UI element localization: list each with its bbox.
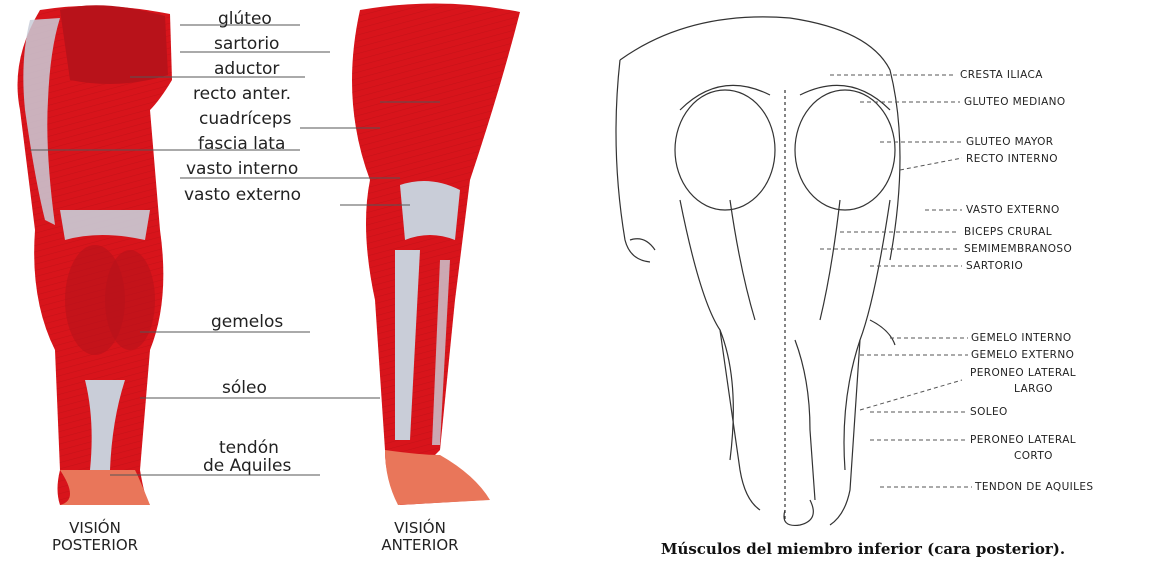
sketch-leg-muscles-diagram: CRESTA ILIACA GLUTEO MEDIANO GLUTEO MAYO… (570, 0, 1156, 562)
posterior-view-caption: VISIÓN POSTERIOR (20, 520, 170, 554)
posterior-legs (18, 5, 173, 505)
label-peroneo-lateral-largo: PERONEO LATERAL (970, 368, 1076, 379)
label-vasto-externo: vasto externo (184, 187, 301, 204)
label-tendon-de-aquiles-sketch: TENDON DE AQUILES (975, 482, 1094, 493)
anterior-legs (352, 3, 520, 505)
label-fascia-lata: fascia lata (198, 136, 285, 153)
label-cresta-iliaca: CRESTA ILIACA (960, 70, 1043, 81)
posterior-caption-line-2: POSTERIOR (20, 537, 170, 554)
label-recto-interno: RECTO INTERNO (966, 154, 1058, 165)
label-cuadriceps: cuadríceps (199, 111, 292, 128)
label-vasto-interno: vasto interno (186, 161, 298, 178)
label-tendon: tendón (219, 440, 279, 457)
label-gluteo: glúteo (218, 11, 272, 28)
figure-caption: Músculos del miembro inferior (cara post… (570, 540, 1156, 558)
posterior-caption-line-1: VISIÓN (20, 520, 170, 537)
label-sartorio-sketch: SARTORIO (966, 261, 1023, 272)
label-gemelo-interno: GEMELO INTERNO (971, 333, 1072, 344)
label-aductor: aductor (214, 61, 279, 78)
colored-leg-muscles-diagram: glúteo sartorio aductor recto anter. cua… (0, 0, 570, 562)
label-semimembranoso: SEMIMEMBRANOSO (964, 244, 1072, 255)
label-gluteo-mediano: GLUTEO MEDIANO (964, 97, 1066, 108)
label-recto-anter: recto anter. (193, 86, 291, 103)
label-gemelo-externo: GEMELO EXTERNO (971, 350, 1074, 361)
label-sartorio: sartorio (214, 36, 279, 53)
label-soleo: sóleo (222, 380, 267, 397)
label-peroneo-lateral-corto: PERONEO LATERAL (970, 435, 1076, 446)
sketch-pointer-lines (820, 75, 972, 487)
label-vasto-externo-sketch: VASTO EXTERNO (966, 205, 1060, 216)
sketch-figure (616, 17, 900, 526)
label-gemelos: gemelos (211, 314, 283, 331)
anterior-caption-line-2: ANTERIOR (345, 537, 495, 554)
label-gluteo-mayor: GLUTEO MAYOR (966, 137, 1053, 148)
label-biceps-crural: BICEPS CRURAL (964, 227, 1052, 238)
anterior-caption-line-1: VISIÓN (345, 520, 495, 537)
label-corto: CORTO (1014, 451, 1053, 462)
anterior-view-caption: VISIÓN ANTERIOR (345, 520, 495, 554)
label-de-aquiles: de Aquiles (203, 458, 291, 475)
label-soleo-sketch: SOLEO (970, 407, 1008, 418)
label-largo: LARGO (1014, 384, 1053, 395)
sketch-legs-illustration (570, 0, 1156, 562)
